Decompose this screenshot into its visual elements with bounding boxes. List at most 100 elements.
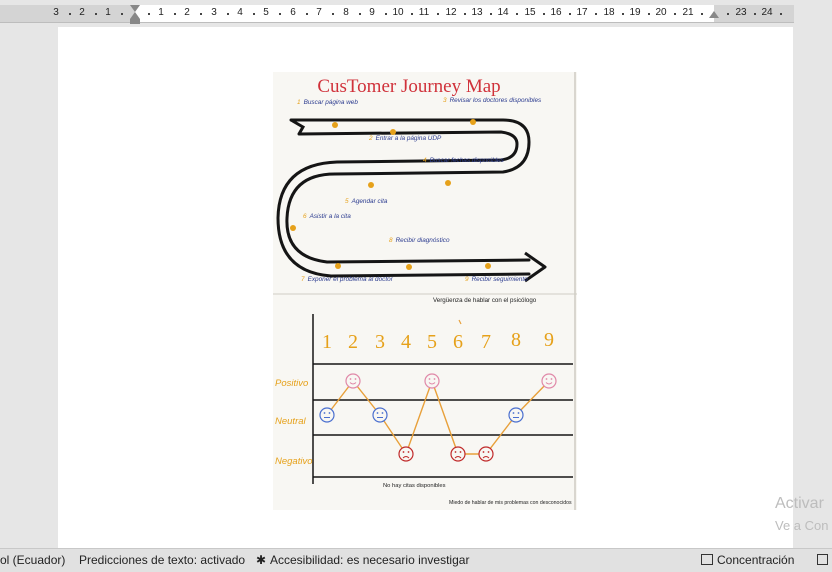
ruler-tick (437, 13, 439, 15)
step-dot (390, 129, 396, 135)
journey-title: CusTomer Journey Map (317, 76, 500, 97)
note-no-appointments: No hay citas disponibles (383, 483, 446, 489)
ruler-tick (332, 13, 334, 15)
ruler-tick (674, 13, 676, 15)
step-dot (485, 263, 491, 269)
ruler-label: 19 (629, 7, 641, 18)
sad-face-icon (398, 446, 414, 462)
ruler-label: 8 (343, 7, 349, 18)
ruler-label: 1 (158, 7, 164, 18)
step-dot (406, 264, 412, 270)
ruler-label: 17 (576, 7, 588, 18)
ruler-tick (780, 13, 782, 15)
ruler-tick (464, 13, 466, 15)
journey-arrow-head (524, 251, 547, 283)
ruler-label: 24 (761, 7, 773, 18)
focus-mode-button[interactable]: Concentración (701, 553, 794, 567)
ruler-label: 16 (550, 7, 562, 18)
neutral-face-icon (372, 407, 388, 423)
ruler-label: 3 (53, 7, 59, 18)
emotion-faces (319, 373, 557, 462)
focus-label: Concentración (717, 553, 795, 567)
ruler-tick (279, 13, 281, 15)
ruler-tick (253, 13, 255, 15)
scale-number: 3 (375, 331, 385, 353)
step-dot (368, 182, 374, 188)
ruler-label: 9 (369, 7, 375, 18)
neutral-face-icon (508, 407, 524, 423)
ruler-tick (569, 13, 571, 15)
right-indent-marker[interactable] (709, 11, 719, 18)
ruler-label: 3 (211, 7, 217, 18)
neutral-face-icon (319, 407, 335, 423)
language-status[interactable]: ol (Ecuador) (0, 553, 66, 567)
ruler-tick (595, 13, 597, 15)
row-label-negative: Negativo (275, 456, 313, 467)
ruler-label: 6 (290, 7, 296, 18)
scale-number: 1 (322, 331, 332, 353)
ruler-label: 11 (418, 7, 430, 18)
right-gutter (794, 0, 832, 548)
accessibility-icon: ✱ (256, 553, 267, 567)
journey-path-outer (285, 118, 531, 264)
note-shame: Vergüenza de hablar con el psicólogo (433, 297, 537, 304)
photo-background (273, 72, 577, 510)
ruler-label: 15 (524, 7, 536, 18)
ruler-label: 7 (316, 7, 322, 18)
horizontal-ruler[interactable]: 3 2 1 1 2 3 4 5 6 7 8 9 10 11 12 13 14 1… (0, 5, 794, 23)
ruler-tick (411, 13, 413, 15)
ruler-tick (306, 13, 308, 15)
accessibility-status[interactable]: ✱Accesibilidad: es necesario investigar (256, 553, 469, 567)
happy-face-icon (345, 373, 361, 389)
ruler-tick (385, 13, 387, 15)
row-label-positive: Positivo (275, 378, 308, 389)
ruler-tick (227, 13, 229, 15)
scale-number: 5 (427, 331, 437, 353)
note-fear: Miedo de hablar de mis problemas con des… (449, 500, 572, 506)
activation-watermark-title: Activar (775, 495, 824, 512)
ruler-tick (95, 13, 97, 15)
step-dot (290, 225, 296, 231)
ruler-tick (121, 13, 123, 15)
scale-number: 8 (511, 329, 521, 351)
first-line-indent-marker[interactable] (130, 5, 140, 12)
hanging-indent-marker[interactable] (130, 12, 140, 19)
ruler-label: 21 (682, 7, 694, 18)
ruler-tick (727, 13, 729, 15)
ruler-label: 14 (497, 7, 509, 18)
scale-number: 6 (453, 331, 463, 353)
text-predictions-status[interactable]: Predicciones de texto: activado (79, 553, 246, 567)
scale-number: 2 (348, 331, 358, 353)
read-mode-icon[interactable] (817, 553, 828, 567)
ruler-label: 1 (105, 7, 111, 18)
ruler-tick (543, 13, 545, 15)
row-label-neutral: Neutral (275, 416, 307, 427)
activation-watermark-subtitle: Ve a Con (775, 518, 829, 533)
note-pointer (458, 319, 462, 325)
ruler-tick (200, 13, 202, 15)
ruler-tick (174, 13, 176, 15)
step-dot (445, 180, 451, 186)
ruler-label: 10 (392, 7, 404, 18)
step-dot (332, 122, 338, 128)
happy-face-icon (541, 373, 557, 389)
focus-icon (701, 554, 713, 565)
left-indent-marker[interactable] (130, 19, 140, 24)
ruler-label: 12 (445, 7, 457, 18)
ruler-label: 13 (471, 7, 483, 18)
happy-face-icon (424, 373, 440, 389)
ruler-label: 23 (735, 7, 747, 18)
sad-face-icon (478, 446, 494, 462)
ruler-label: 4 (237, 7, 243, 18)
ruler-tick (701, 13, 703, 15)
step-dot (470, 119, 476, 125)
